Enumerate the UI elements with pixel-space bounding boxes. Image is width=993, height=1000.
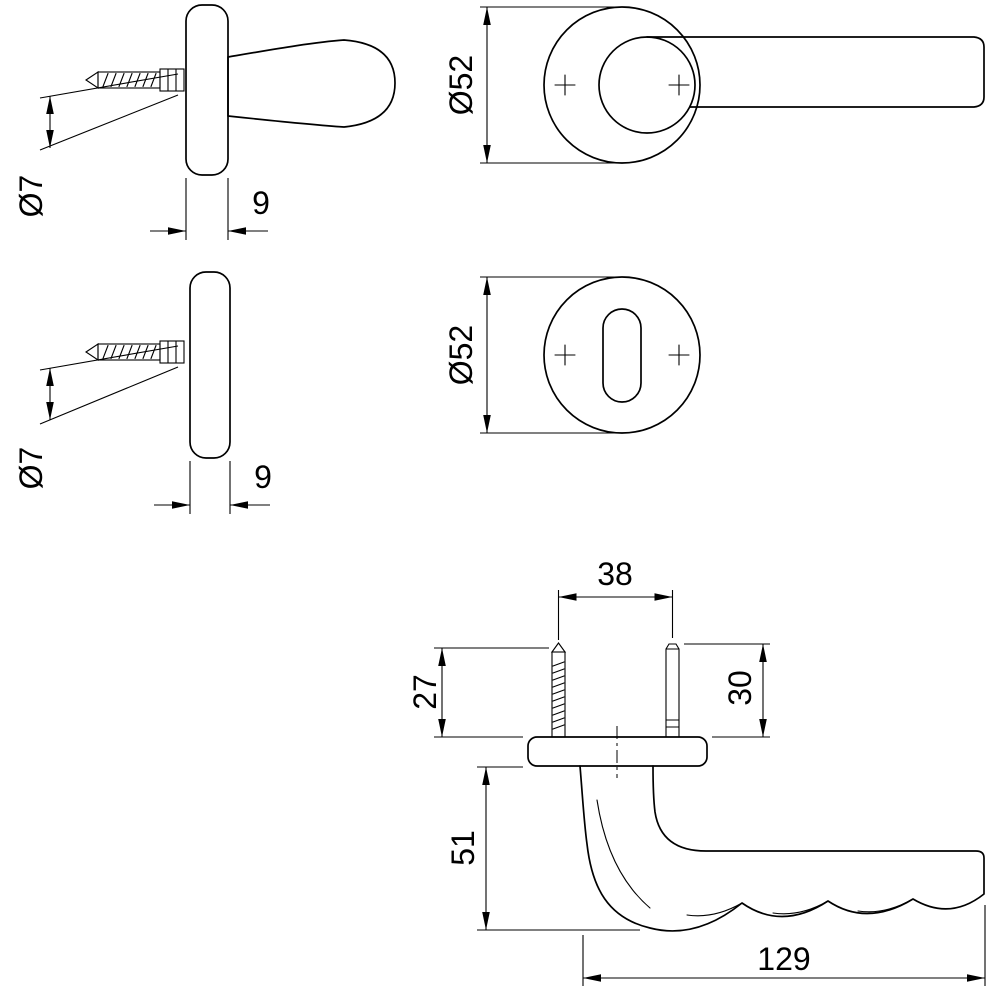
screw-hole-marks — [554, 74, 690, 96]
grip-groove-line — [857, 898, 914, 913]
dimension-escutcheon-diameter: Ø52 — [443, 276, 616, 434]
rose-side-view: Ø7 9 — [13, 4, 396, 240]
dimension-neck-drop: 51 — [445, 766, 640, 931]
dimension-handle-length: 129 — [582, 905, 986, 986]
spindle-pin — [665, 643, 680, 738]
handle-cone-profile — [227, 39, 396, 128]
dimension-rose-screw-diameter: Ø7 — [13, 73, 179, 218]
dim-label-neck-drop: 51 — [445, 830, 481, 866]
dim-label-rose-depth: 9 — [252, 185, 270, 221]
rose-circle — [543, 6, 701, 164]
lever-handle-profile — [579, 765, 985, 932]
dimension-pin-spacing: 38 — [557, 556, 674, 640]
escutcheon-side-view: Ø7 9 — [13, 271, 272, 514]
dim-label-right-pin-height: 30 — [722, 670, 758, 706]
dim-label-rose-screw-diameter: Ø7 — [13, 175, 49, 218]
dimension-right-pin-height: 30 — [684, 643, 770, 738]
fixing-screw — [85, 340, 185, 364]
dim-label-pin-spacing: 38 — [597, 556, 633, 592]
elbow-contour-line — [596, 799, 651, 909]
dimension-rose-diameter: Ø52 — [443, 6, 616, 164]
rose-profile — [185, 4, 229, 176]
dim-label-rose-diameter: Ø52 — [443, 55, 479, 115]
handle-side-view: 38 27 30 51 — [407, 556, 986, 986]
fixing-pin-threaded — [550, 642, 567, 738]
dim-label-handle-length: 129 — [757, 941, 810, 977]
escutcheon-front-view: Ø52 — [443, 276, 701, 434]
lever-bar — [646, 36, 985, 108]
grip-groove-line — [772, 900, 829, 915]
dimension-rose-depth: 9 — [150, 178, 270, 240]
grip-groove-line — [686, 902, 743, 917]
dimension-left-pin-height: 27 — [407, 647, 549, 738]
dim-label-escutcheon-screw-diameter: Ø7 — [13, 447, 49, 490]
dimension-escutcheon-depth: 9 — [154, 459, 272, 514]
dim-label-escutcheon-diameter: Ø52 — [443, 325, 479, 385]
rose-front-view: Ø52 — [443, 6, 985, 164]
keyhole — [602, 308, 642, 403]
screw-hole-marks — [554, 344, 690, 366]
dim-label-left-pin-height: 27 — [407, 674, 443, 710]
escutcheon-profile — [189, 271, 231, 459]
escutcheon-circle — [543, 276, 701, 434]
dim-label-escutcheon-depth: 9 — [254, 459, 272, 495]
dimension-escutcheon-screw-diameter: Ø7 — [13, 345, 179, 490]
